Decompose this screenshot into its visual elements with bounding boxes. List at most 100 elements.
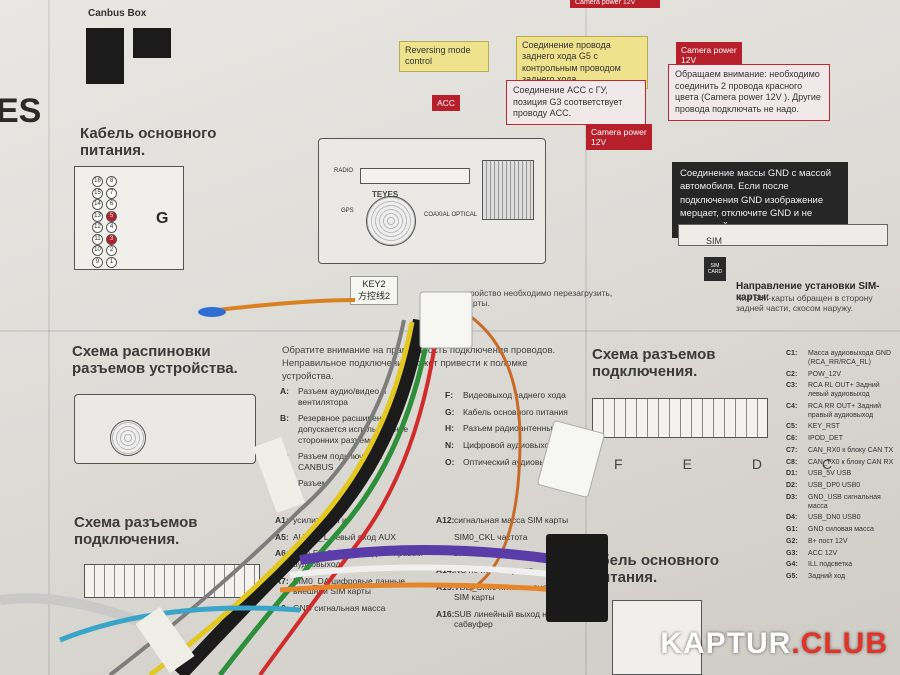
- list-item: G: Кабель основного питания: [445, 407, 595, 418]
- white-plug-connector: [419, 291, 473, 349]
- connection-heading-right: Схема разъемов подключения.: [592, 346, 716, 381]
- list-item-value: POW_12V: [808, 370, 842, 378]
- pin-4: 4: [106, 222, 117, 233]
- wire-label-tag: [135, 606, 195, 674]
- list-item-value: Разъем подключения CANBUS: [298, 451, 383, 472]
- list-item-key: C4:: [786, 402, 798, 410]
- pin-9: 9: [92, 256, 103, 268]
- list-item-key: A7:: [275, 575, 289, 586]
- list-item: D3: GND_USB сигнальная масса: [786, 494, 896, 512]
- list-item-key: A12:: [436, 515, 455, 525]
- list-item: C6:IPOD_DET: [786, 435, 896, 444]
- list-item-key: D4:: [786, 514, 798, 522]
- brand-logo-fragment: ES: [0, 92, 42, 130]
- list-item-value: SUB линейный выход на сабвуфер: [454, 608, 552, 630]
- list-item-value: GND силовая масса: [808, 526, 874, 533]
- brown-wire: [439, 298, 522, 592]
- connector-slot: [482, 160, 534, 220]
- coaxial-label: COAXIAL OPTICAL: [424, 212, 478, 218]
- list-item: C5:KEY_RST: [786, 423, 896, 432]
- list-item: D2: USB_DP0 USB0: [786, 482, 896, 491]
- pin-1: 1: [106, 256, 117, 268]
- white-plug-connector: [537, 420, 605, 498]
- pin-11: 11: [92, 233, 103, 245]
- acc-tag: ACC: [432, 95, 460, 111]
- wire-label-tag: [252, 436, 306, 514]
- list-item-value: RCA RL OUT+ Задний левый аудиовыход: [808, 382, 880, 398]
- canbus-box-image: [86, 28, 124, 84]
- pin-7: 7: [106, 187, 117, 199]
- acc-callout: Соединение ACC с ГУ, позиция G3 соответс…: [506, 80, 646, 126]
- list-item: B:Резервное расширение, допускается испо…: [280, 413, 420, 445]
- list-item-value: USB_DP0 USB0: [808, 482, 861, 489]
- canbus-title: Canbus Box: [88, 8, 147, 19]
- paper-fold: [585, 0, 587, 675]
- list-item-key: A1:: [275, 515, 289, 525]
- list-item-key: D3:: [786, 493, 798, 501]
- key2-wire-tag: KEY2 方控线2: [350, 276, 398, 305]
- stereo-brand: TEYES: [372, 190, 399, 199]
- list-item-key: A6:: [275, 548, 289, 559]
- fedc-connector-diagram: [592, 398, 768, 438]
- list-item-value: Масса аудиовыхода GND (RCA_RR/RCA_RL): [808, 350, 891, 366]
- pin-5: 5: [106, 210, 117, 222]
- list-item-value: KEY_RST: [808, 423, 840, 431]
- sim-card-icon: SIM CARD: [704, 257, 726, 281]
- main-power-heading: Кабель основного питания.: [80, 125, 217, 160]
- pin-3: 3: [106, 233, 117, 245]
- list-item: H: Разъем радиоантенны: [445, 423, 595, 434]
- a-connector-diagram: [84, 564, 260, 598]
- list-item-key: G5:: [786, 573, 798, 580]
- list-item-key: F:: [445, 390, 454, 400]
- list-item: C2:POW_12V: [786, 371, 896, 380]
- list-item-value: RCA RR OUT+ Задний правый аудиовыход: [808, 402, 882, 419]
- list-item-key: A:: [280, 386, 289, 396]
- list-item: G4:ILL подсветка: [786, 561, 896, 570]
- list-item: C4: RCA RR OUT+ Задний правый аудиовыход: [786, 403, 896, 421]
- list-item-key: O:: [445, 456, 455, 467]
- sim-direction-title: Направление установки SIM-карты:: [736, 281, 880, 303]
- list-item: G1: GND силовая масса: [786, 526, 896, 535]
- list-item-key: G:: [445, 406, 455, 417]
- list-item: C7:CAN_RX0 к блоку CAN TX: [786, 447, 896, 456]
- pin-15: 15: [92, 187, 103, 199]
- head-unit-small-diagram: [74, 394, 256, 464]
- list-item: A5:AUXIN_L левый вход AUX: [275, 532, 425, 543]
- connector-letter: D: [751, 456, 763, 472]
- list-item-value: SIM0_DA цифровые данные внешней SIM карт…: [293, 575, 405, 597]
- radio-label: RADIO: [334, 168, 354, 174]
- watermark: KAPTUR.CLUB: [660, 627, 888, 661]
- list-item-value: Задний ход: [808, 573, 846, 580]
- list-item-value: Кабель основного питания: [463, 406, 568, 417]
- camera-power-tag-2: Camera power 12V: [586, 124, 652, 150]
- connector-letter: E: [682, 456, 692, 472]
- pin-assignment-list: C1:Масса аудиовыхода GND (RCA_RR/RCA_RL)…: [786, 350, 896, 585]
- list-item-key: A5:: [275, 531, 289, 542]
- list-item: D4: USB_DN0 USB0: [786, 514, 896, 523]
- pin-13: 13: [92, 210, 103, 222]
- list-item-value: GND_USB сигнальная масса: [808, 493, 881, 510]
- list-item-key: H:: [445, 423, 454, 434]
- attention-callout: Обращаем внимание: необходимо соединить …: [668, 64, 830, 121]
- list-item: F:Видеовыход заднего хода: [445, 390, 595, 401]
- watermark-part1: KAPTUR: [660, 627, 792, 660]
- list-item: A:Разъем аудио/видео и вентилятора: [280, 386, 420, 407]
- key2-label: KEY2: [362, 279, 386, 289]
- list-item: G5: Задний ход: [786, 573, 896, 582]
- list-item-key: G1:: [786, 526, 798, 533]
- list-item-value: USB_DN0 USB0: [808, 514, 861, 522]
- list-item-value: IPOD_DET: [808, 435, 844, 442]
- list-item: C1:Масса аудиовыхода GND (RCA_RR/RCA_RL): [786, 350, 896, 368]
- fan-icon: [366, 196, 416, 246]
- list-item-key: D2:: [786, 482, 798, 489]
- watermark-part2: .CLUB: [791, 627, 888, 660]
- sim-direction-text: Чип SIM-карты обращен в сторону задней ч…: [736, 293, 873, 313]
- connector-slot: [360, 168, 470, 184]
- list-item-key: A16:: [436, 608, 455, 619]
- list-item-value: GND сигнальная масса: [293, 602, 386, 613]
- list-item-value: Разъем радиоантенны: [463, 423, 553, 434]
- list-item-key: N:: [445, 439, 454, 450]
- list-item-value: CAN_TX0 к блоку CAN RX: [808, 458, 894, 466]
- list-item: O:Оптический аудиовыход: [445, 457, 595, 468]
